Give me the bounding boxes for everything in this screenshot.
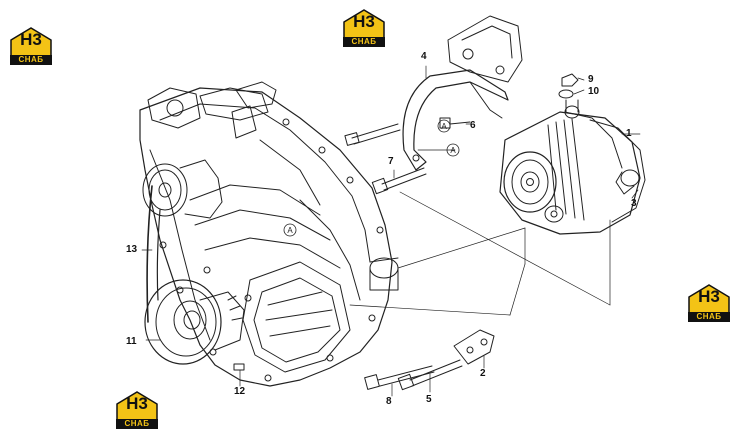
ref-mark-2: A bbox=[450, 146, 456, 155]
house-badge-icon bbox=[10, 27, 52, 57]
logo-word: CHAБ bbox=[10, 55, 52, 65]
callout-6: 6 bbox=[470, 120, 476, 131]
brand-logo-top-left: H3 CHAБ bbox=[8, 26, 54, 66]
house-badge-icon bbox=[688, 284, 730, 314]
engine-front-case bbox=[139, 81, 399, 387]
alternator bbox=[499, 99, 646, 235]
callout-10: 10 bbox=[588, 86, 600, 97]
ref-mark-3: A bbox=[287, 226, 293, 235]
logo-word: CHAБ bbox=[688, 312, 730, 322]
callout-3: 3 bbox=[631, 198, 637, 209]
logo-word: CHAБ bbox=[343, 37, 385, 47]
logo-word: CHAБ bbox=[116, 419, 158, 429]
house-badge-icon bbox=[343, 9, 385, 39]
callout-11: 11 bbox=[126, 336, 137, 347]
logo-mark: H3 bbox=[698, 287, 720, 306]
reference-marks: A A A bbox=[283, 119, 460, 237]
brand-logo-right: H3 CHAБ bbox=[686, 283, 732, 323]
brand-logo-bottom-left: H3 CHAБ bbox=[114, 390, 160, 430]
callout-4: 4 bbox=[421, 51, 427, 62]
callout-13: 13 bbox=[126, 244, 138, 255]
callout-7: 7 bbox=[388, 156, 394, 167]
adjusting-bracket bbox=[402, 15, 523, 171]
callout-2: 2 bbox=[480, 368, 486, 379]
callout-9: 9 bbox=[588, 74, 594, 85]
logo-mark: H3 bbox=[126, 394, 148, 413]
callout-8: 8 bbox=[386, 396, 392, 407]
brand-logo-top-center: H3 CHAБ bbox=[341, 8, 387, 48]
callout-12: 12 bbox=[234, 386, 246, 397]
bolts bbox=[344, 73, 640, 391]
leader-lines bbox=[141, 65, 641, 397]
lower-bracket bbox=[453, 329, 495, 365]
logo-mark: H3 bbox=[353, 12, 375, 31]
callout-1: 1 bbox=[626, 128, 632, 139]
logo-mark: H3 bbox=[20, 30, 42, 49]
ref-mark-1: A bbox=[441, 122, 447, 131]
house-badge-icon bbox=[116, 391, 158, 421]
callout-5: 5 bbox=[426, 394, 432, 405]
